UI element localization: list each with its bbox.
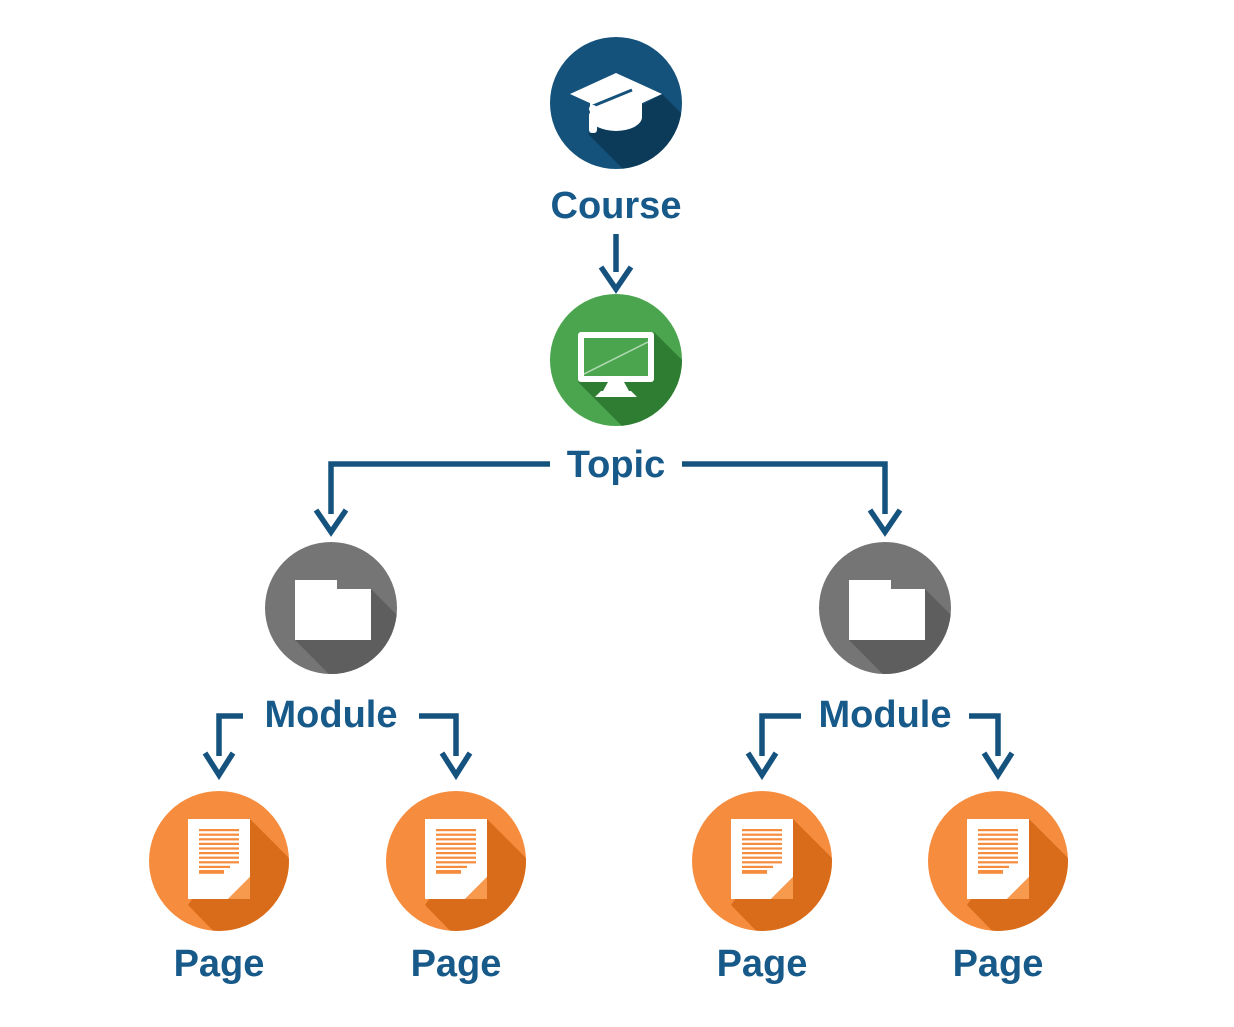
- node-module-right: [819, 542, 951, 674]
- node-page-2: [386, 791, 526, 931]
- document-icon: [188, 819, 250, 899]
- node-page-4: [928, 791, 1068, 931]
- edge-topic-module-right: [682, 461, 903, 537]
- document-icon: [425, 819, 487, 899]
- document-icon: [967, 819, 1029, 899]
- topic-label: Topic: [567, 444, 666, 486]
- course-label: Course: [551, 185, 682, 227]
- topic-long-shadow: [578, 332, 682, 426]
- page-2-label: Page: [411, 943, 502, 985]
- edge-module-left-page-2: [419, 713, 473, 781]
- node-topic: [550, 294, 682, 426]
- edge-module-right-page-3: [745, 713, 801, 781]
- page-4-label: Page: [953, 943, 1044, 985]
- edge-module-right-page-4: [969, 713, 1015, 781]
- edge-module-left-page-1: [202, 713, 243, 781]
- module-left-label: Module: [265, 694, 398, 736]
- course-long-shadow: [588, 94, 682, 169]
- module-long-shadow: [295, 589, 397, 674]
- edge-topic-module-left: [313, 461, 550, 537]
- node-page-1: [149, 791, 289, 931]
- page-3-label: Page: [717, 943, 808, 985]
- node-module-left: [265, 542, 397, 674]
- folder-icon: [849, 580, 925, 640]
- folder-icon: [295, 580, 371, 640]
- node-page-3: [692, 791, 832, 931]
- module-long-shadow: [849, 589, 951, 674]
- page-1-label: Page: [174, 943, 265, 985]
- edge-course-topic: [598, 234, 634, 294]
- document-icon: [731, 819, 793, 899]
- node-course: [550, 37, 682, 169]
- module-right-label: Module: [819, 694, 952, 736]
